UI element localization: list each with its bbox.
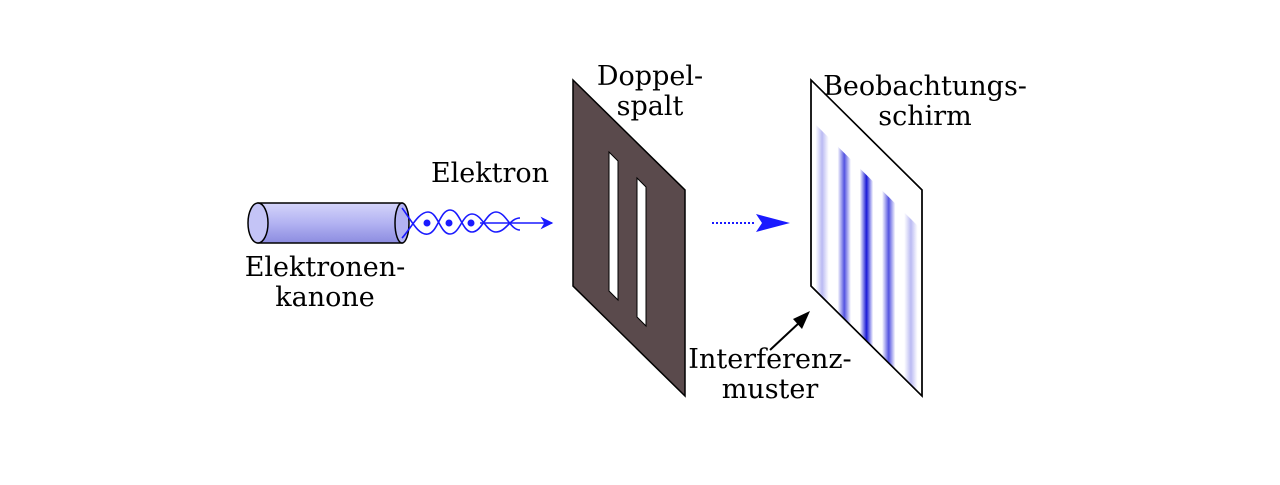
double-slit-plate (572, 78, 686, 398)
fringe-band (815, 124, 829, 314)
interference-fringes (815, 124, 918, 396)
fringe-band (837, 146, 851, 336)
double-slit-label-line2: spalt (616, 91, 684, 122)
pattern-label-line2: muster (721, 374, 819, 405)
pattern-label-line1: Interferenz- (688, 344, 852, 375)
fringe-band (882, 190, 896, 380)
electron-gun-label-line2: kanone (275, 282, 375, 313)
screen-label: Beobachtungs- schirm (805, 72, 1045, 132)
electron-label-text: Elektron (430, 158, 550, 189)
propagation-arrow (712, 214, 790, 232)
electron-gun-label: Elektronen- kanone (225, 253, 425, 313)
slit-upper (608, 150, 619, 302)
electron-gun (247, 202, 410, 244)
double-slit-label-line1: Doppel- (596, 61, 704, 92)
electron-dot (423, 219, 431, 227)
electron-gun-label-line1: Elektronen- (244, 252, 406, 283)
electron-dot (467, 219, 475, 227)
electron-wave (401, 207, 554, 239)
interference-pattern-label: Interferenz- muster (680, 345, 860, 405)
fringe-band (904, 212, 918, 396)
fringe-band (859, 168, 874, 358)
double-slit-label: Doppel- spalt (580, 62, 720, 122)
observation-screen (810, 78, 923, 398)
screen-label-line1: Beobachtungs- (823, 71, 1027, 102)
pattern-pointer-arrow (769, 311, 810, 351)
slit-lower (636, 176, 647, 328)
electron-dot (445, 219, 453, 227)
screen-label-line2: schirm (878, 101, 972, 132)
electron-label: Elektron (410, 159, 570, 189)
